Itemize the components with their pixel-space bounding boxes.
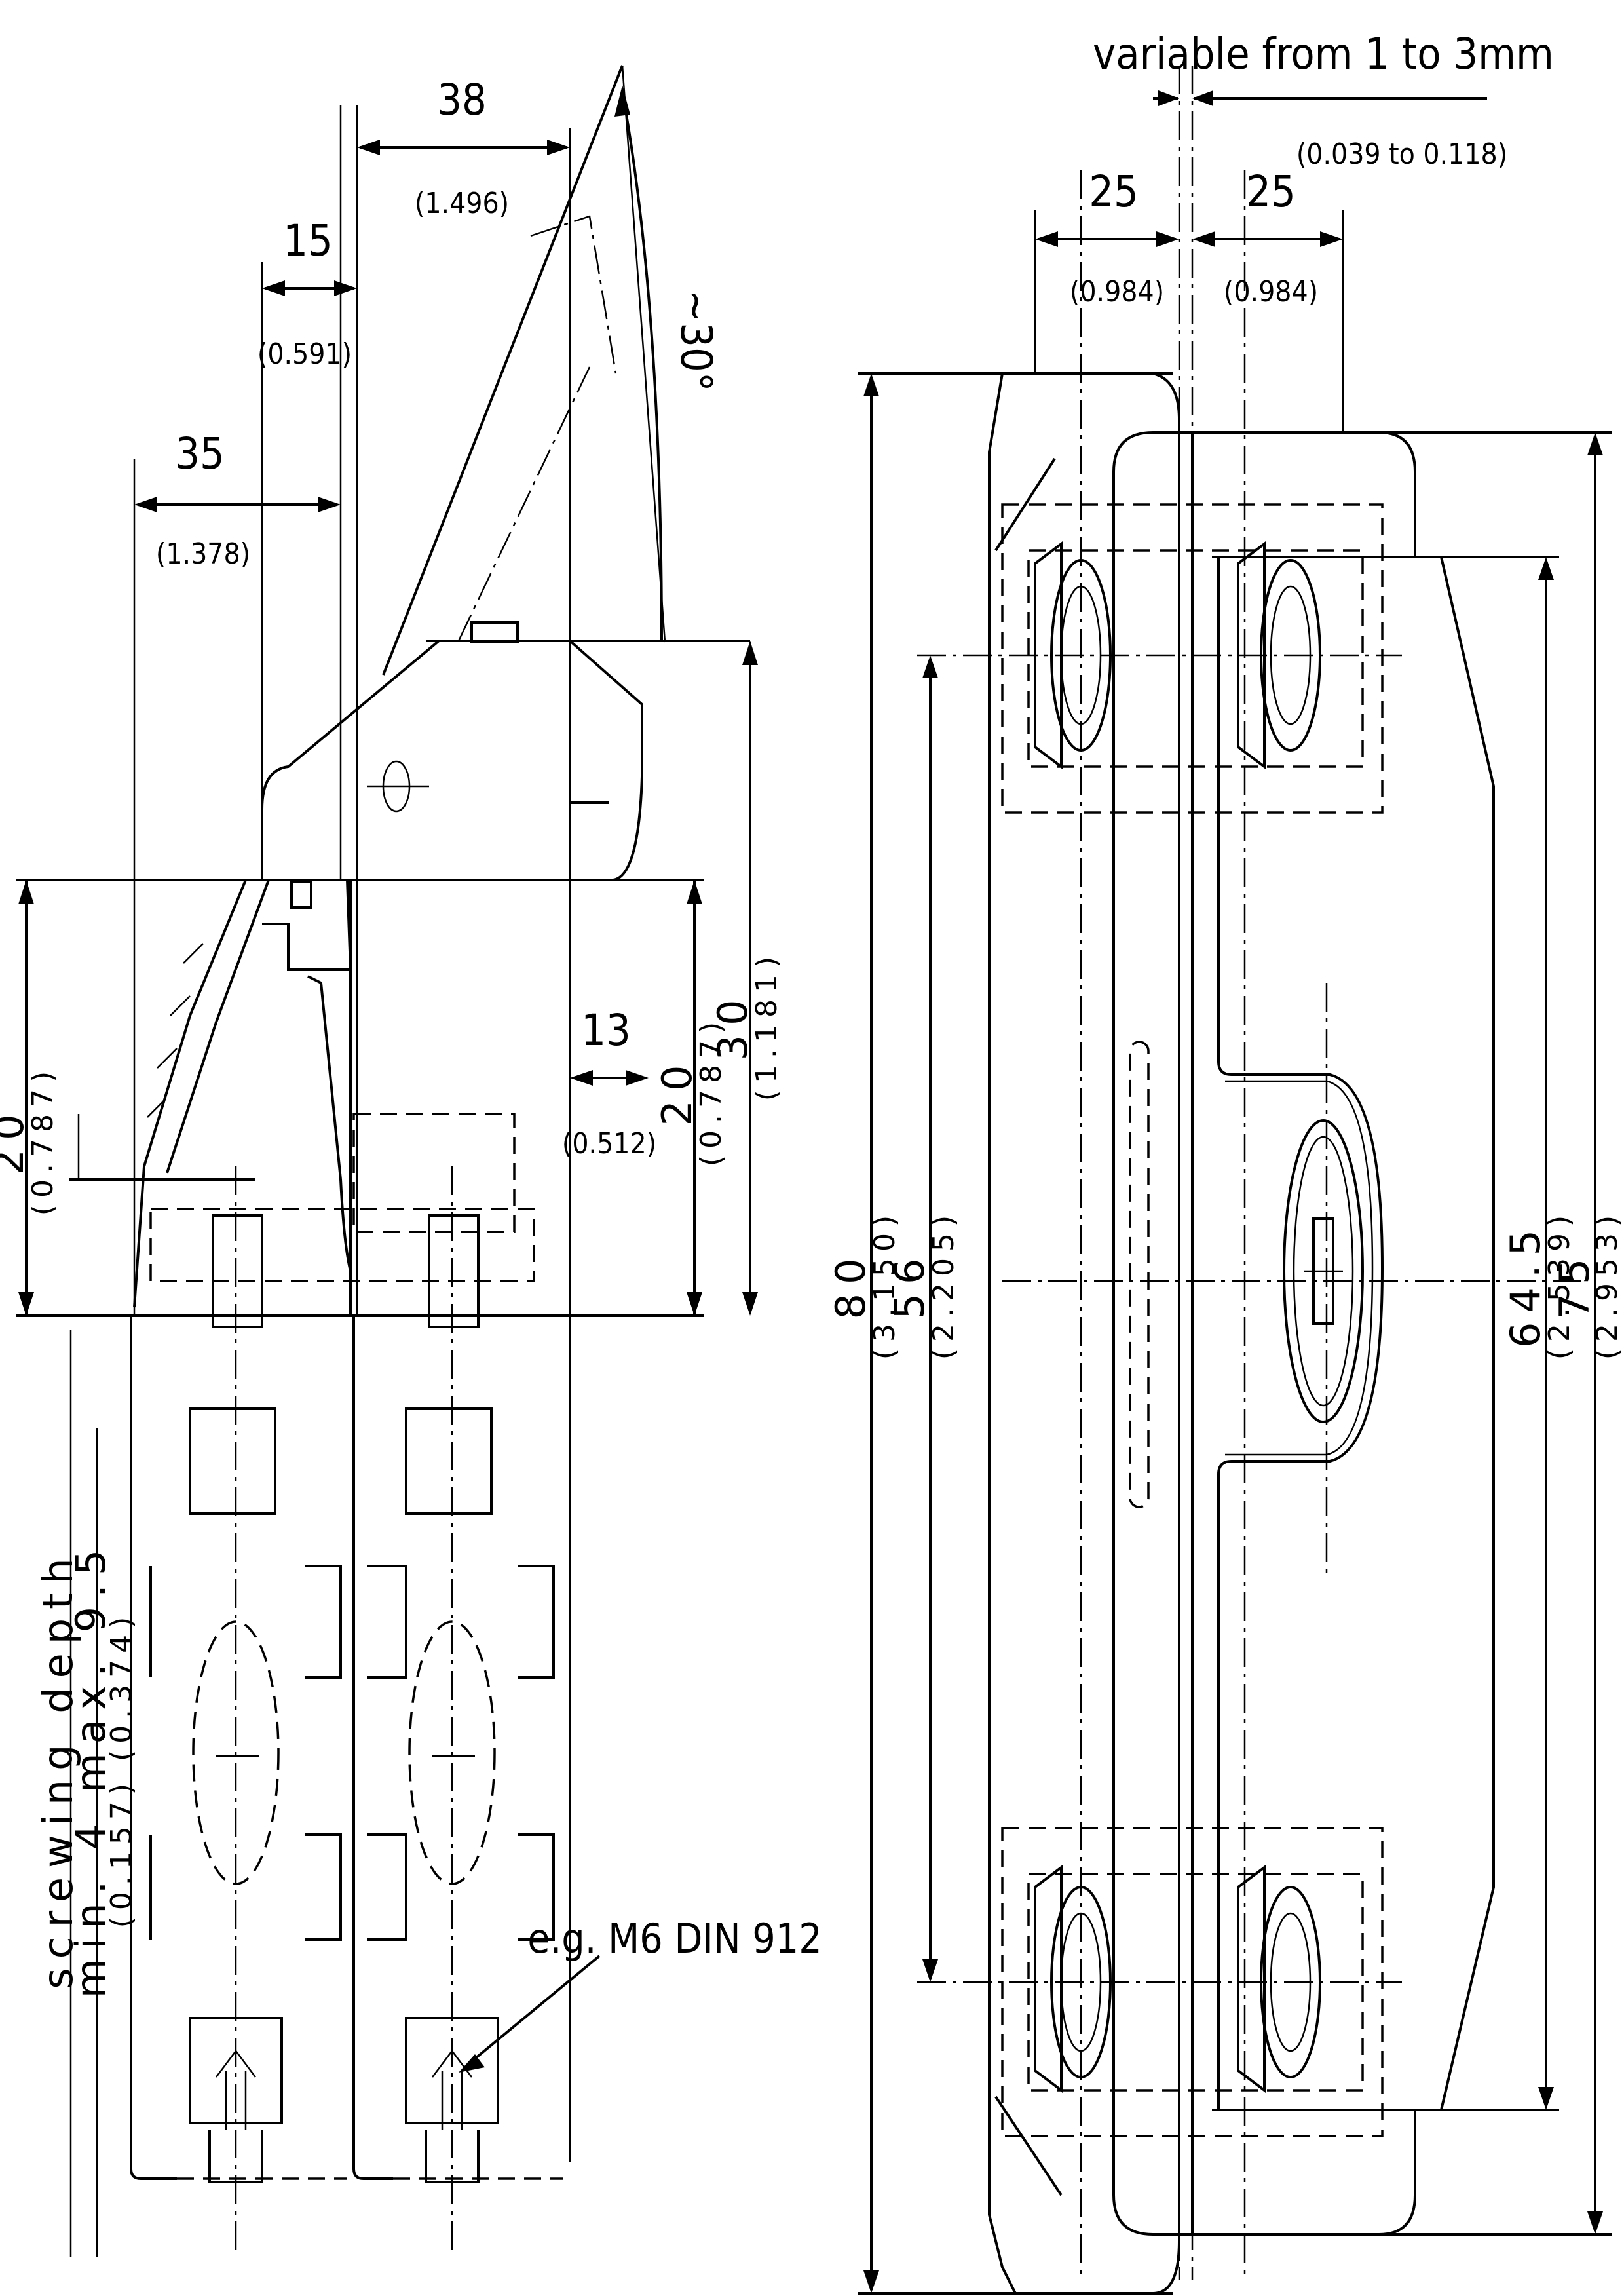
right-dimension-64-5: 64.5 (2.539) <box>1501 557 1576 2110</box>
dim-20-right-inches: (0.787) <box>694 1016 728 1166</box>
angle-label: ~30° <box>671 290 721 392</box>
dim-64-5-value: 64.5 <box>1501 1221 1549 1348</box>
right-top-view <box>858 66 1612 2295</box>
left-dimension-15: 15 (0.591) <box>257 216 357 371</box>
right-dimension-variable: variable from 1 to 3mm (0.039 to 0.118) <box>1093 29 1554 171</box>
dim-25-right-inches: (0.984) <box>1224 275 1318 309</box>
left-dimension-30: 30 (1.181) <box>709 641 784 1316</box>
dim-38-value: 38 <box>437 75 487 125</box>
left-dimension-20-left: 20 (0.787) <box>0 880 60 1316</box>
dim-75-value: 75 <box>1551 1250 1598 1320</box>
screwing-depth-label: screwing depth min. 4 max. 9.5 (0.157) (… <box>34 1540 138 1999</box>
dim-35-inches: (1.378) <box>156 537 250 571</box>
dim-15-value: 15 <box>283 216 333 266</box>
screwing-depth-line3: (0.157) (0.374) <box>105 1611 138 1928</box>
left-side-view <box>16 65 750 2257</box>
variable-note-inches: (0.039 to 0.118) <box>1296 138 1507 171</box>
dim-15-inches: (0.591) <box>257 337 352 371</box>
dim-30-inches: (1.181) <box>750 950 784 1101</box>
right-dimension-75: 75 (2.953) <box>1551 432 1624 2234</box>
dim-64-5-inches: (2.539) <box>1543 1209 1576 1360</box>
dim-56-inches: (2.205) <box>927 1209 960 1360</box>
dim-25-left-value: 25 <box>1089 166 1139 217</box>
dim-20-left-inches: (0.787) <box>26 1065 60 1215</box>
right-dimension-56: 56 (2.205) <box>886 655 960 1982</box>
dim-13-value: 13 <box>581 1005 631 1056</box>
dim-80-value: 80 <box>827 1250 875 1320</box>
screwing-depth-line1: screwing depth <box>34 1549 82 1989</box>
dim-38-inches: (1.496) <box>415 187 509 220</box>
dim-20-right-value: 20 <box>653 1056 701 1126</box>
right-dimension-80: 80 (3.150) <box>827 373 901 2293</box>
left-dimension-angle: ~30° <box>614 85 721 643</box>
left-dimension-13: 13 (0.512) <box>562 1005 656 1160</box>
dim-75-inches: (2.953) <box>1591 1209 1624 1360</box>
dim-13-inches: (0.512) <box>562 1127 656 1160</box>
right-dimension-25-right: 25 (0.984) <box>1192 166 1343 309</box>
screwing-depth-line2: min. 4 max. 9.5 <box>67 1540 115 1999</box>
dim-25-right-value: 25 <box>1246 166 1296 217</box>
left-dimension-20-right: 20 (0.787) <box>653 880 728 1316</box>
dim-35-value: 35 <box>175 429 225 479</box>
dim-20-left-value: 20 <box>0 1105 33 1176</box>
variable-note: variable from 1 to 3mm <box>1093 29 1554 79</box>
dim-56-value: 56 <box>886 1250 934 1320</box>
screw-note: e.g. M6 DIN 912 <box>527 1915 821 1962</box>
left-dimension-38: 38 (1.496) <box>357 75 570 220</box>
right-dimension-25-left: 25 (0.984) <box>1035 166 1179 309</box>
dim-30-value: 30 <box>709 991 757 1061</box>
dim-25-left-inches: (0.984) <box>1070 275 1164 309</box>
dim-80-inches: (3.150) <box>868 1209 901 1360</box>
left-dimension-35: 35 (1.378) <box>134 429 341 571</box>
